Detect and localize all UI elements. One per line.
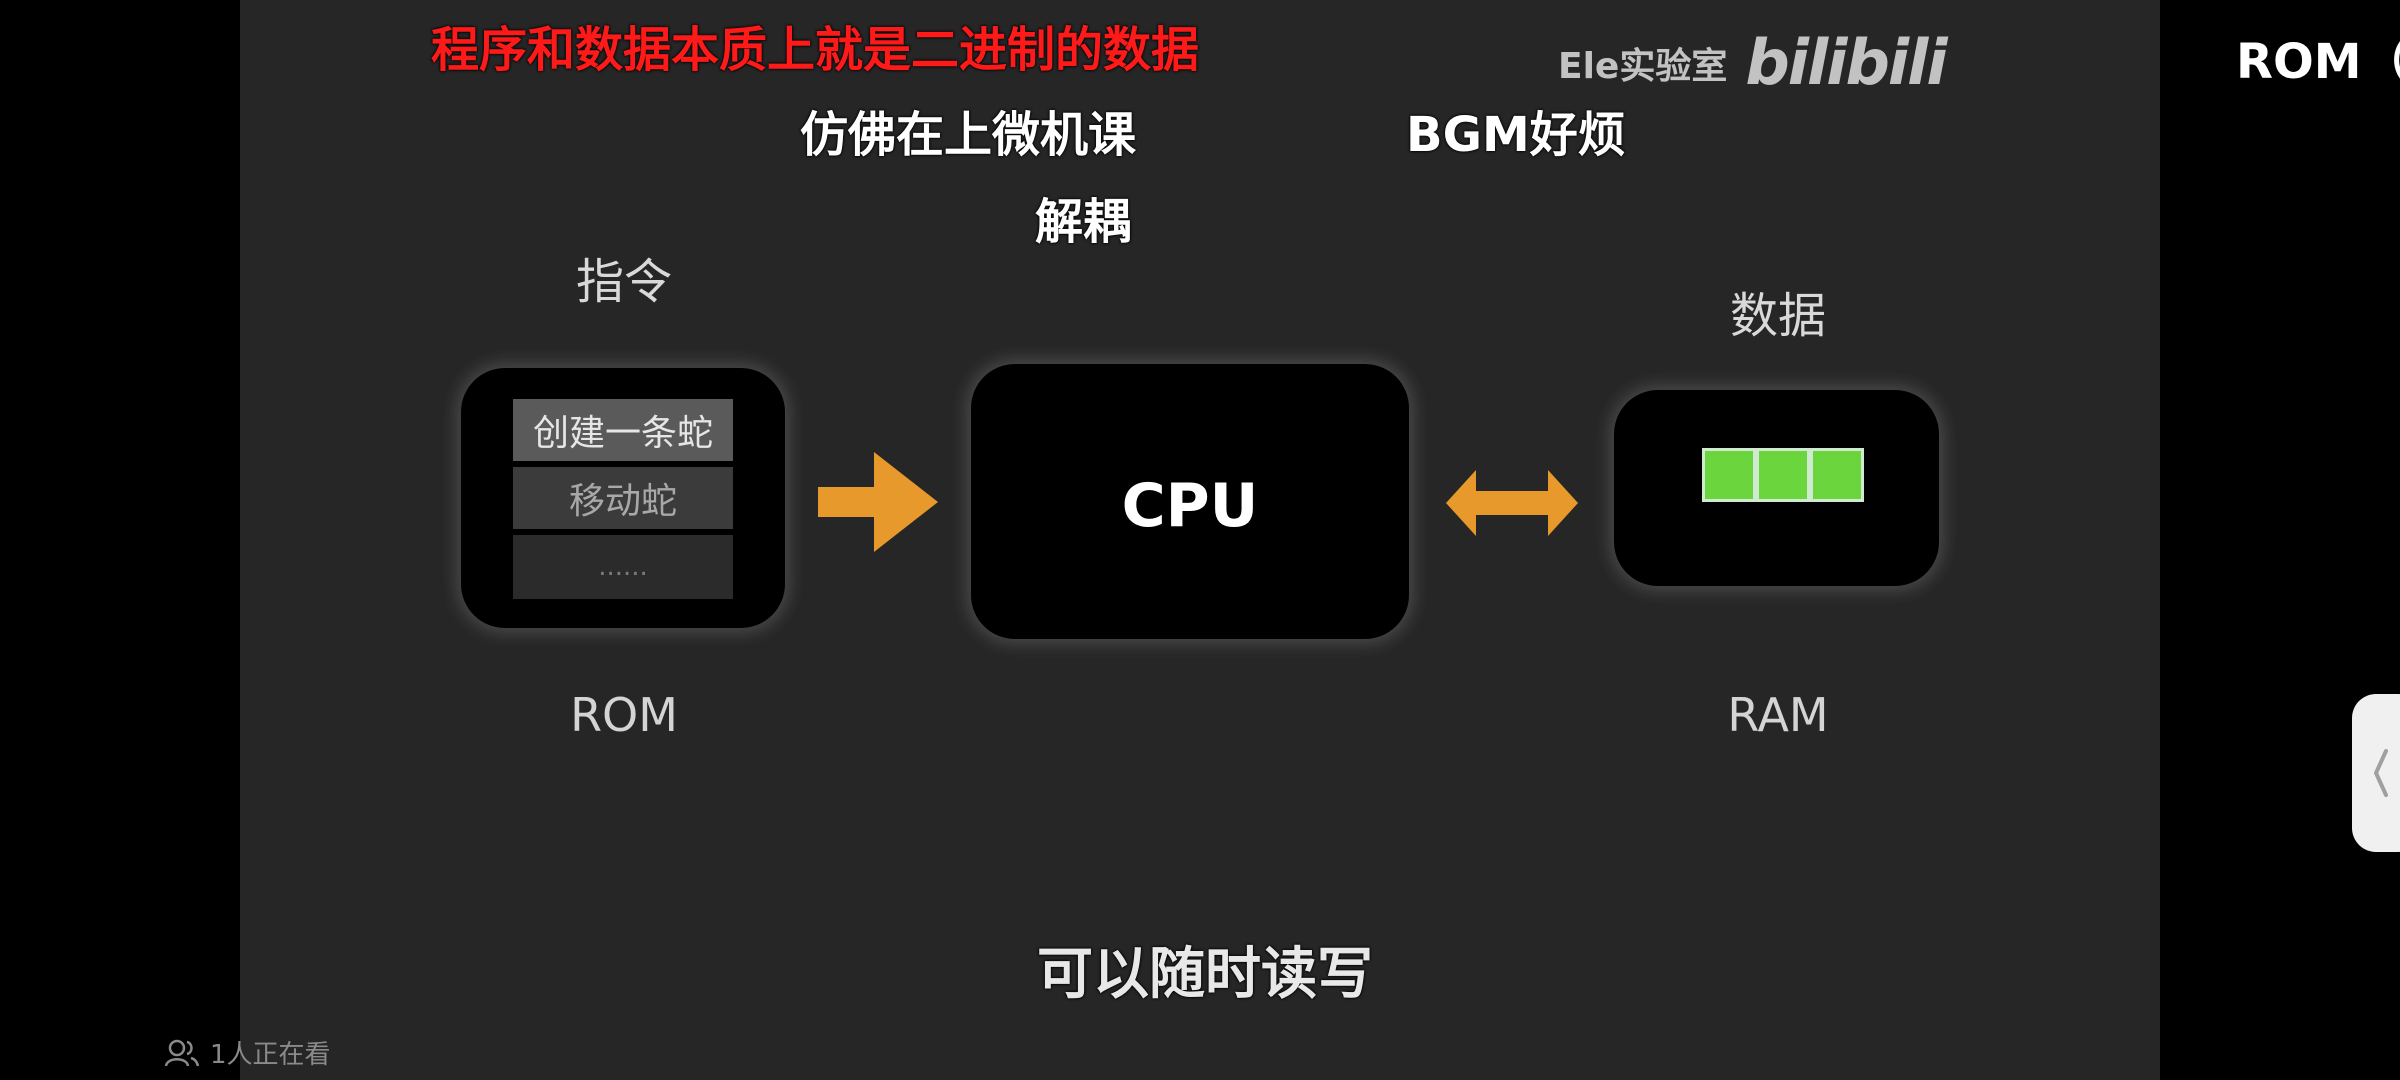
cpu-box: CPU [971, 364, 1409, 639]
channel-name: Ele实验室 [1558, 45, 1728, 87]
ram-caption: RAM [1727, 688, 1829, 742]
ram-block [1810, 448, 1864, 502]
chevron-left-icon [2374, 749, 2388, 797]
danmaku-comment: BGM好烦 [1406, 107, 1626, 163]
video-subtitle: 可以随时读写 [1037, 942, 1373, 1007]
rom-box: 创建一条蛇 移动蛇 ...... [461, 368, 785, 628]
rom-item-create-snake: 创建一条蛇 [513, 399, 733, 461]
bilibili-logo: bilibili [1745, 26, 1947, 99]
cpu-label: CPU [1121, 471, 1259, 541]
danmaku-comment: 仿佛在上微机课 [800, 107, 1137, 163]
instruction-heading: 指令 [575, 254, 672, 310]
data-heading: 数据 [1729, 288, 1826, 344]
ram-box [1614, 390, 1939, 586]
people-icon [164, 1039, 200, 1066]
overlay-comment: ROM（只 [2236, 34, 2400, 90]
rom-caption: ROM [570, 688, 678, 742]
double-arrow-icon [1446, 470, 1578, 536]
rom-item-move-snake: 移动蛇 [513, 467, 733, 529]
rom-item-ellipsis: ...... [513, 535, 733, 599]
danmaku-comment: 解耦 [1035, 194, 1132, 250]
ram-block [1756, 448, 1810, 502]
viewer-count-text: 1人正在看 [210, 1040, 331, 1070]
right-arrow-icon [818, 452, 938, 552]
danmaku-comment: 程序和数据本质上就是二进制的数据 [431, 22, 1200, 78]
viewer-count: 1人正在看 [164, 1034, 331, 1071]
side-panel-handle[interactable] [2352, 694, 2400, 852]
ram-block [1702, 448, 1756, 502]
channel-watermark: Ele实验室 bilibili [1558, 26, 1948, 99]
ram-data-blocks [1702, 448, 1864, 502]
